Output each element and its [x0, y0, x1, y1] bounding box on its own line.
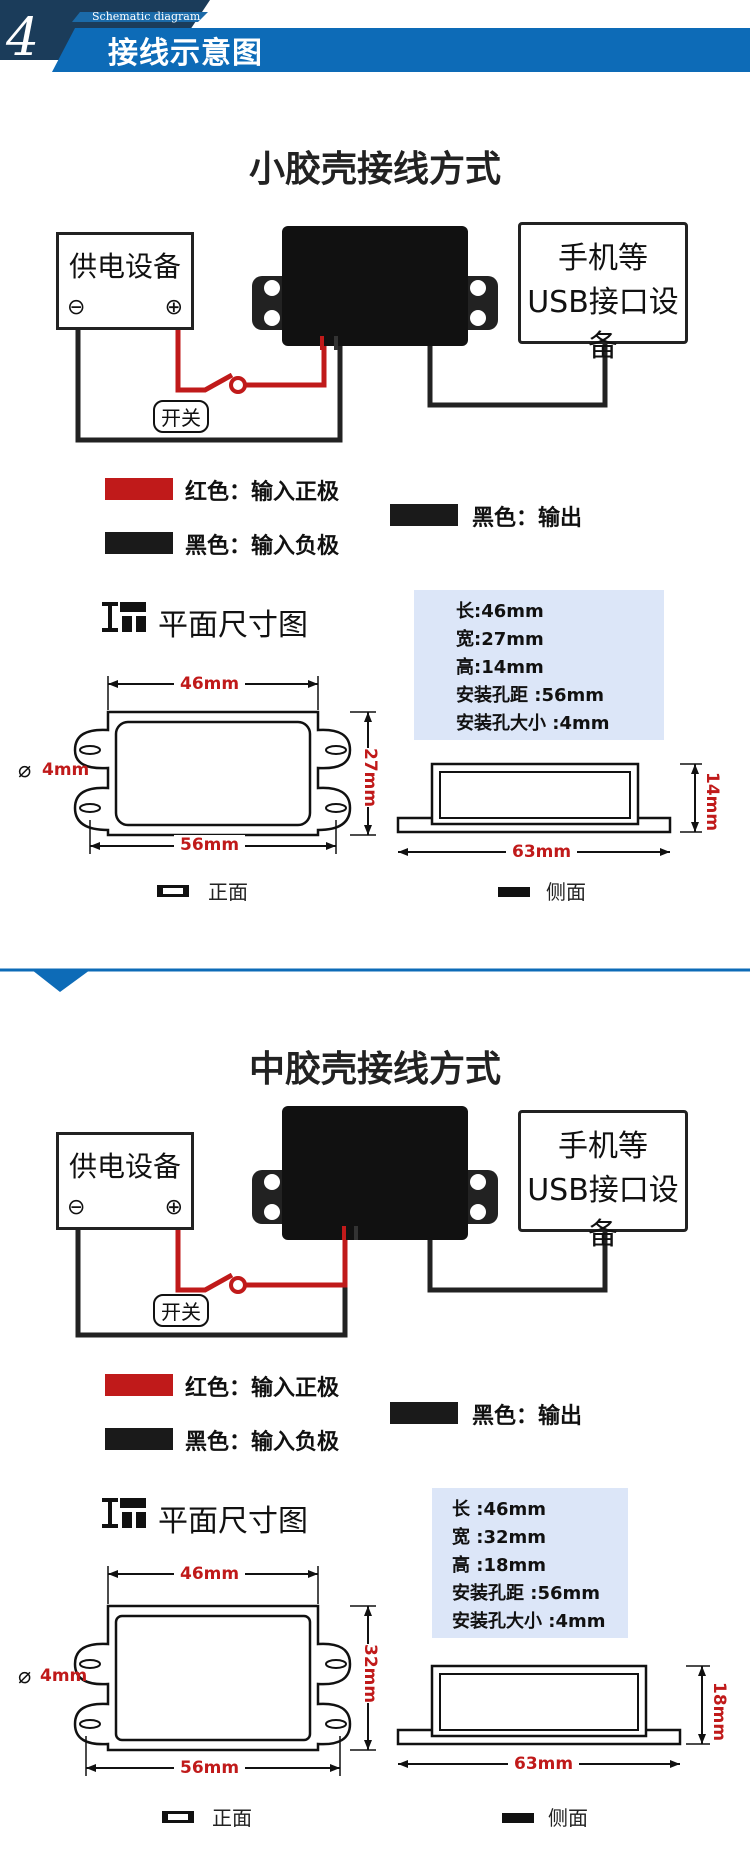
section-1-title: 小胶壳接线方式	[248, 149, 501, 190]
front-view-caption: 正面	[208, 880, 248, 904]
dimension-icon	[102, 1498, 146, 1528]
dimension-title: 平面尺寸图	[158, 1504, 308, 1539]
dim-hole-distance-label: 56mm	[174, 1758, 246, 1778]
section-2-title: 中胶壳接线方式	[248, 1049, 501, 1090]
spec-box-1: 长:46mm 宽:27mm 高:14mm 安装孔距 :56mm 安装孔大小 :4…	[414, 590, 664, 740]
module-2	[252, 1106, 498, 1240]
spec-hole-distance: 安装孔距 :56mm	[452, 1583, 601, 1604]
minus-terminal-icon: ⊖	[67, 1195, 86, 1220]
side-view-caption: 侧面	[546, 880, 586, 904]
dim-height-label: 27mm	[360, 748, 380, 808]
usb-device-box-1: 手机等 USB接口设备	[518, 222, 688, 364]
legend-red-swatch	[105, 478, 173, 500]
side-view-drawing-2	[396, 1664, 710, 1768]
side-view-drawing-1	[396, 762, 702, 856]
dimension-icon	[102, 602, 146, 632]
dim-side-length-label: 63mm	[506, 842, 578, 862]
legend-red-swatch	[105, 1374, 173, 1396]
header-subtitle: Schematic diagram	[92, 10, 201, 23]
dim-hole-label: 4mm	[42, 760, 90, 780]
dim-width-label: 46mm	[174, 1564, 246, 1584]
legend-black-in-text: 黑色：输入负极	[185, 1430, 340, 1455]
side-view-caption: 侧面	[548, 1806, 588, 1830]
minus-terminal-icon: ⊖	[67, 295, 86, 320]
front-view-drawing-2	[73, 1566, 376, 1776]
diameter-icon: ⌀	[18, 1664, 32, 1689]
usb-device-line1: 手机等	[558, 1129, 648, 1164]
dim-side-height-label: 18mm	[709, 1682, 729, 1742]
dim-side-height-label: 14mm	[702, 772, 722, 832]
power-device-box-1: 供电设备 ⊖ ⊕	[56, 232, 194, 330]
spec-width: 宽:27mm	[456, 629, 544, 650]
section-divider	[0, 968, 750, 992]
power-device-box-2: 供电设备 ⊖ ⊕	[56, 1132, 194, 1230]
spec-length: 长:46mm	[456, 601, 544, 622]
spec-box-2: 长 :46mm 宽 :32mm 高 :18mm 安装孔距 :56mm 安装孔大小…	[432, 1488, 628, 1638]
legend-black-in-text: 黑色：输入负极	[185, 534, 340, 559]
legend-black-in-swatch	[105, 532, 173, 554]
dim-hole-label: 4mm	[40, 1666, 88, 1686]
spec-hole-size: 安装孔大小 :4mm	[452, 1611, 606, 1632]
side-view-icon	[498, 887, 530, 897]
legend-black-out-swatch	[390, 1402, 458, 1424]
dim-height-label: 32mm	[360, 1644, 380, 1704]
legend-black-in-swatch	[105, 1428, 173, 1450]
switch-label: 开关	[153, 400, 209, 433]
plus-terminal-icon: ⊕	[164, 295, 183, 320]
module-1	[252, 226, 498, 350]
legend-black-out-swatch	[390, 504, 458, 526]
legend-red-text: 红色：输入正极	[185, 480, 340, 505]
dim-hole-distance-label: 56mm	[174, 835, 246, 855]
legend-black-out-text: 黑色：输出	[472, 506, 583, 531]
dim-width-label: 46mm	[174, 674, 246, 694]
usb-device-box-2: 手机等 USB接口设备	[518, 1110, 688, 1252]
power-device-label: 供电设备	[68, 250, 181, 283]
power-device-label: 供电设备	[68, 1150, 181, 1183]
spec-height: 高 :18mm	[452, 1555, 547, 1576]
usb-device-line2: USB接口设备	[527, 285, 679, 364]
spec-hole-size: 安装孔大小 :4mm	[456, 713, 610, 734]
usb-device-line2: USB接口设备	[527, 1173, 679, 1252]
legend-black-out-text: 黑色：输出	[472, 1404, 583, 1429]
section-number: 4	[6, 8, 40, 68]
wiring-diagram-2	[75, 1210, 608, 1338]
header-banner	[0, 0, 750, 72]
front-view-icon	[157, 885, 189, 897]
legend-red-text: 红色：输入正极	[185, 1376, 340, 1401]
usb-device-line1: 手机等	[558, 241, 648, 276]
dimension-title: 平面尺寸图	[158, 608, 308, 643]
header-title: 接线示意图	[108, 36, 263, 71]
plus-terminal-icon: ⊕	[164, 1195, 183, 1220]
spec-width: 宽 :32mm	[452, 1527, 547, 1548]
diameter-icon: ⌀	[18, 758, 32, 783]
front-view-caption: 正面	[212, 1806, 252, 1830]
wiring-diagram-1	[75, 320, 608, 443]
spec-height: 高:14mm	[456, 657, 544, 678]
switch-label: 开关	[153, 1294, 209, 1327]
spec-length: 长 :46mm	[452, 1499, 547, 1520]
side-view-icon	[502, 1813, 534, 1823]
dim-side-length-label: 63mm	[508, 1754, 580, 1774]
front-view-icon	[162, 1811, 194, 1823]
spec-hole-distance: 安装孔距 :56mm	[456, 685, 605, 706]
header-background	[0, 0, 750, 72]
